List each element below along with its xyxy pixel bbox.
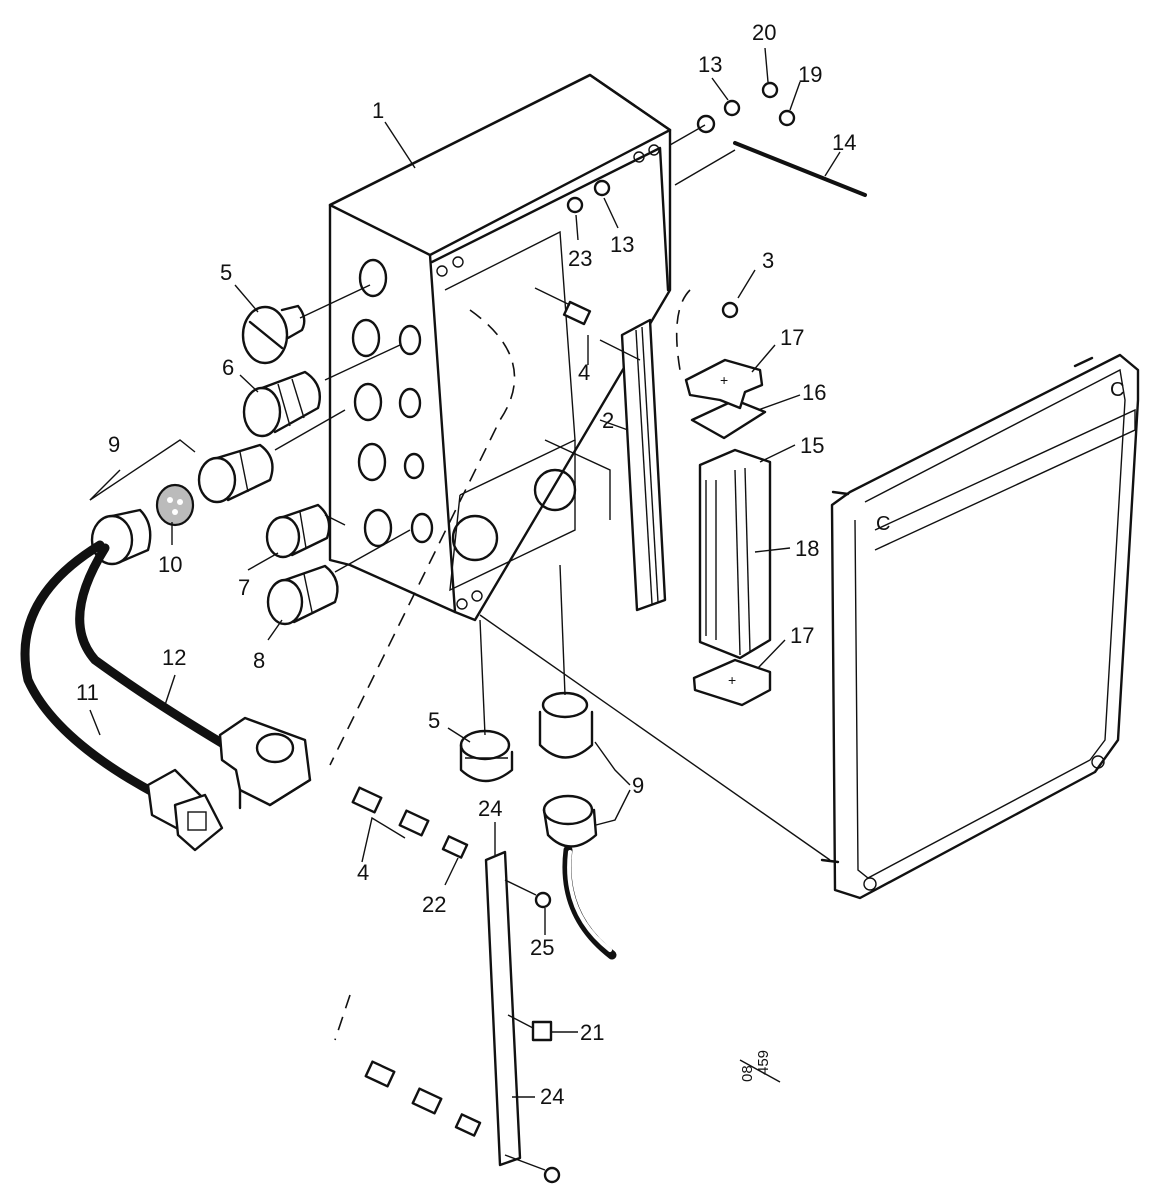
- label-20: 20: [752, 20, 776, 45]
- blank-plug: [241, 304, 306, 365]
- label-18: 18: [795, 536, 819, 561]
- enclosure-box: [328, 73, 672, 622]
- plug-connector-11: [146, 768, 224, 852]
- earth-bar: [484, 850, 522, 1167]
- part-labels: 1 2 3 4 4 5 5 6 7 8 9 9 10 11 12 13 13 1…: [76, 20, 856, 1109]
- label-22: 22: [422, 892, 446, 917]
- label-2: 2: [602, 408, 614, 433]
- label-8: 8: [253, 648, 265, 673]
- cable-gland-9-body: [197, 443, 274, 504]
- cable-11: [20, 540, 163, 800]
- cable-gland-7: [265, 503, 331, 559]
- label-3: 3: [762, 248, 774, 273]
- leader-lines: [89, 47, 841, 1171]
- cable-12: [75, 543, 230, 750]
- battery-pack: + +: [684, 358, 772, 707]
- label-5a: 5: [220, 260, 232, 285]
- label-9b: 9: [632, 773, 644, 798]
- svg-text:+: +: [720, 372, 728, 388]
- revision-code: 459 08: [739, 1050, 772, 1082]
- cable-gland-8: [266, 564, 339, 626]
- revision-top: 459: [755, 1050, 772, 1075]
- label-12: 12: [162, 645, 186, 670]
- label-15: 15: [800, 433, 824, 458]
- earth-wire: [733, 141, 867, 197]
- cable-gland-bottom: [538, 691, 598, 848]
- revision-bottom: 08: [739, 1065, 756, 1082]
- label-21: 21: [580, 1020, 604, 1045]
- blank-plug-bottom: [459, 729, 514, 783]
- label-17a: 17: [780, 325, 804, 350]
- label-11: 11: [76, 680, 99, 705]
- label-7: 7: [238, 575, 250, 600]
- din-rail: [620, 318, 667, 612]
- label-9a: 9: [108, 432, 120, 457]
- label-4b: 4: [357, 860, 369, 885]
- label-1: 1: [372, 98, 384, 123]
- label-19: 19: [798, 62, 822, 87]
- label-13a: 13: [698, 52, 722, 77]
- label-4a: 4: [578, 360, 590, 385]
- label-23: 23: [568, 246, 592, 271]
- label-13b: 13: [610, 232, 634, 257]
- label-5b: 5: [428, 708, 440, 733]
- label-24b: 24: [540, 1084, 564, 1109]
- spacer-bolts: [351, 300, 592, 1137]
- svg-text:+: +: [728, 672, 736, 688]
- label-14: 14: [832, 130, 856, 155]
- label-10: 10: [158, 552, 182, 577]
- screws: [531, 81, 796, 1184]
- svg-text:C: C: [876, 513, 890, 535]
- sealing-insert: [155, 483, 195, 527]
- label-24a: 24: [478, 796, 502, 821]
- label-16: 16: [802, 380, 826, 405]
- cable-gland-6: [242, 370, 322, 438]
- label-17b: 17: [790, 623, 814, 648]
- svg-text:C: C: [1110, 379, 1124, 401]
- enclosure-cover: C C: [820, 353, 1140, 900]
- label-6: 6: [222, 355, 234, 380]
- bottom-cable: [562, 845, 617, 960]
- valve-connector-12: [218, 716, 312, 810]
- label-25: 25: [530, 935, 554, 960]
